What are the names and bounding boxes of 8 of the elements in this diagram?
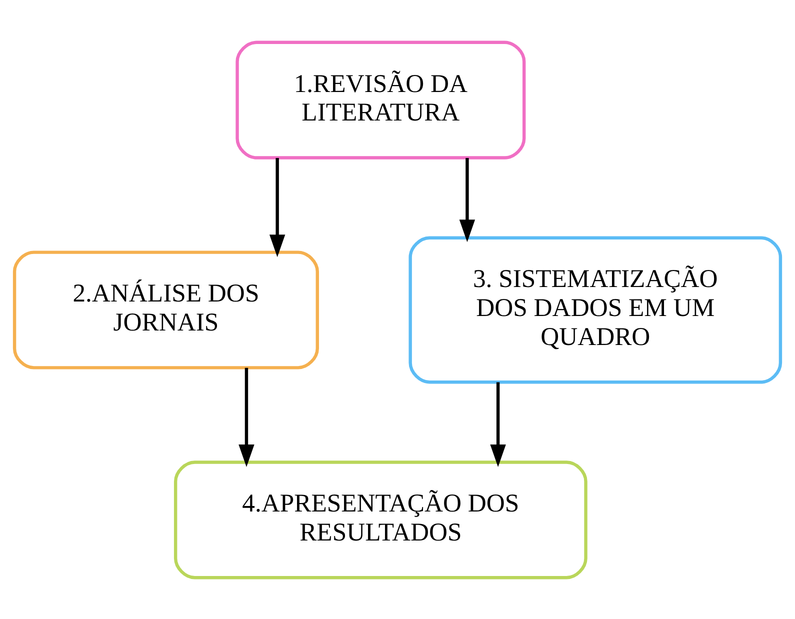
node-box: 4.APRESENTAÇÃO DOS RESULTADOS — [174, 460, 588, 579]
arrow — [459, 158, 476, 242]
arrow — [238, 367, 254, 467]
node-box: 3. SISTEMATIZAÇÃO DOS DADOS EM UM QUADRO — [408, 236, 782, 384]
arrow — [490, 382, 506, 466]
node-box: 1.REVISÃO DA LITERATURA — [236, 40, 526, 159]
node-box: 2.ANÁLISE DOS JORNAIS — [12, 250, 319, 369]
arrow — [269, 158, 286, 257]
